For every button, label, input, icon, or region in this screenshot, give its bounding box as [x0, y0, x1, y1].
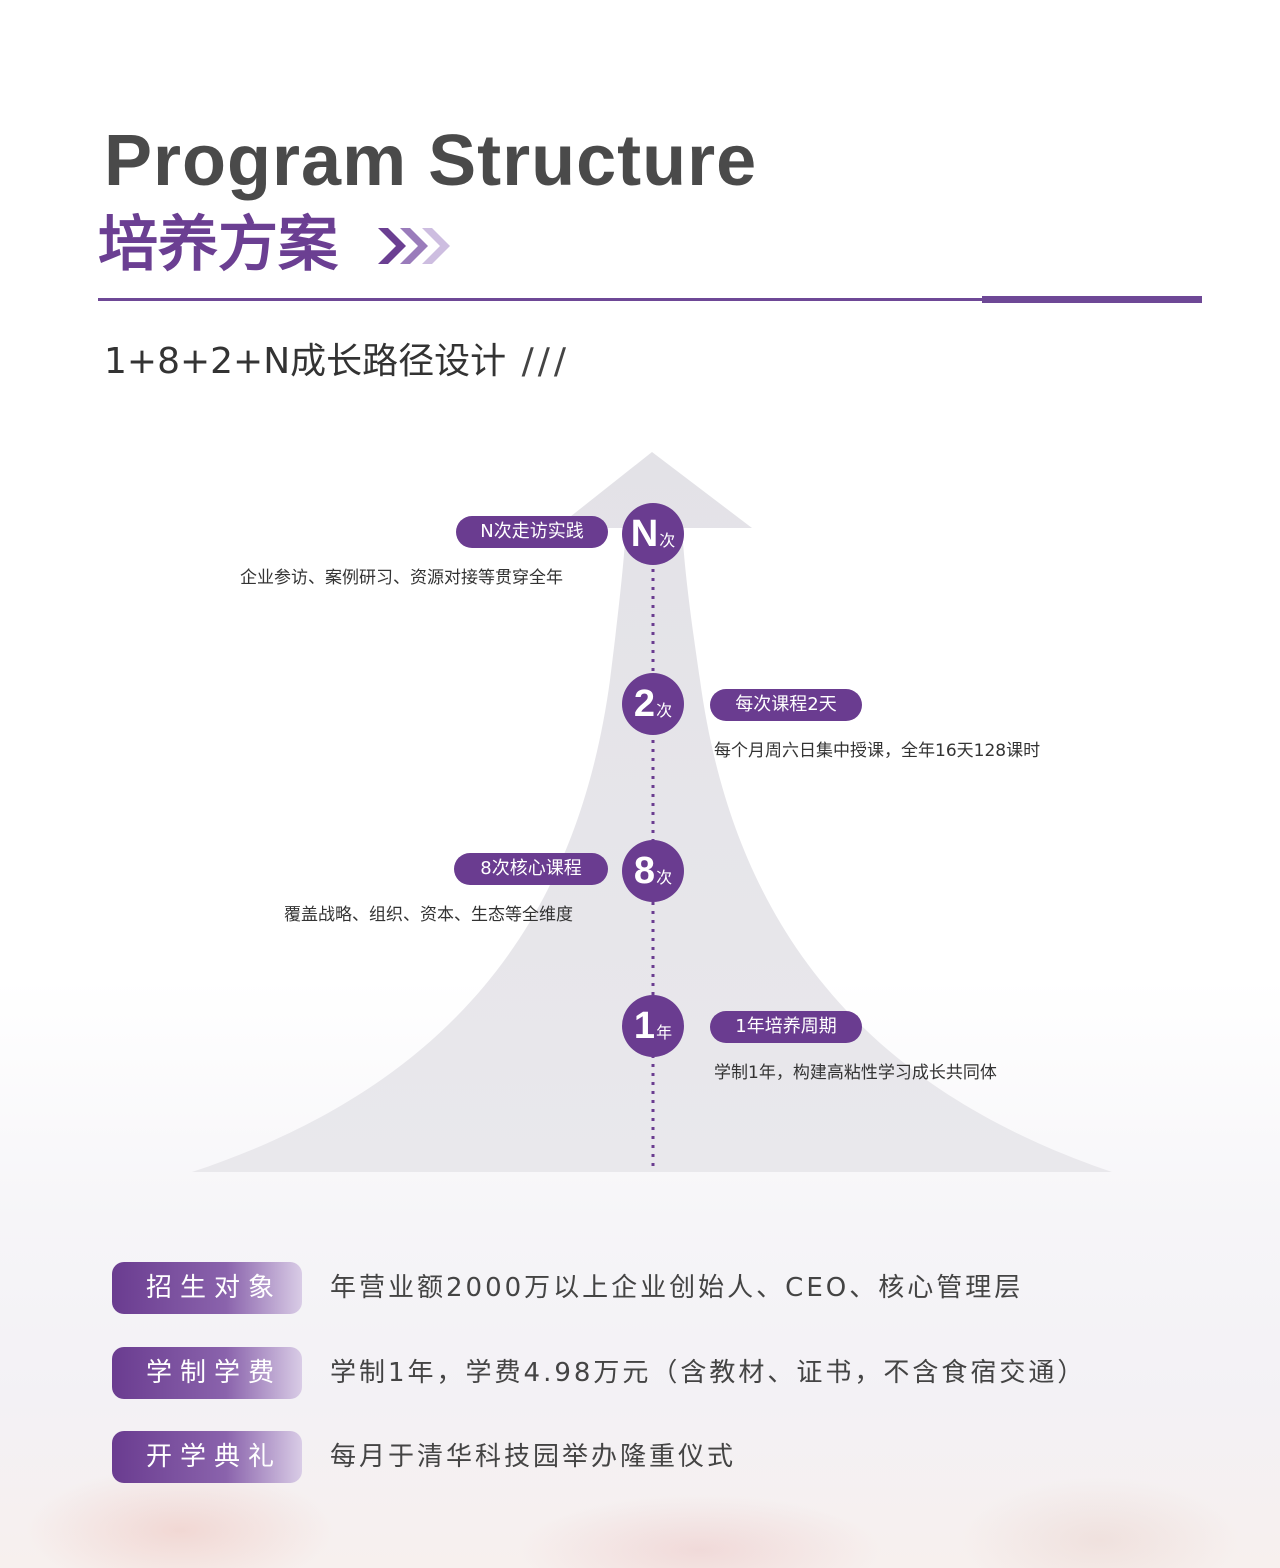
page-title-cn: 培养方案 [98, 210, 338, 280]
stage-2-label: 每次课程2天 [710, 689, 862, 721]
stage-8-desc: 覆盖战略、组织、资本、生态等全维度 [284, 905, 573, 925]
info-label: 学制学费 [112, 1347, 302, 1399]
title-divider [98, 298, 1202, 301]
info-label: 招生对象 [112, 1262, 302, 1314]
section-subtitle: 1+8+2+N成长路径设计 /// [104, 341, 570, 382]
page-title-en: Program Structure [104, 121, 758, 201]
info-row-tuition: 学制学费 学制1年，学费4.98万元（含教材、证书，不含食宿交通） [112, 1347, 1212, 1399]
info-label: 开学典礼 [112, 1431, 302, 1483]
stage-1-label: 1年培养周期 [710, 1011, 862, 1043]
info-text: 每月于清华科技园举办隆重仪式 [330, 1442, 737, 1472]
stage-8-label: 8次核心课程 [454, 853, 608, 885]
info-row-ceremony: 开学典礼 每月于清华科技园举办隆重仪式 [112, 1431, 1212, 1483]
info-row-enrollment: 招生对象 年营业额2000万以上企业创始人、CEO、核心管理层 [112, 1262, 1212, 1314]
title-divider-accent [982, 296, 1202, 303]
stage-n-label: N次走访实践 [456, 516, 608, 548]
stage-2-desc: 每个月周六日集中授课，全年16天128课时 [714, 741, 1041, 761]
triple-chevron-icon [378, 228, 450, 264]
info-text: 年营业额2000万以上企业创始人、CEO、核心管理层 [330, 1273, 1024, 1303]
stage-1-desc: 学制1年，构建高粘性学习成长共同体 [714, 1063, 997, 1083]
growth-arrow [192, 452, 1112, 1172]
info-text: 学制1年，学费4.98万元（含教材、证书，不含食宿交通） [330, 1358, 1087, 1388]
stage-n-desc: 企业参访、案例研习、资源对接等贯穿全年 [240, 568, 563, 588]
